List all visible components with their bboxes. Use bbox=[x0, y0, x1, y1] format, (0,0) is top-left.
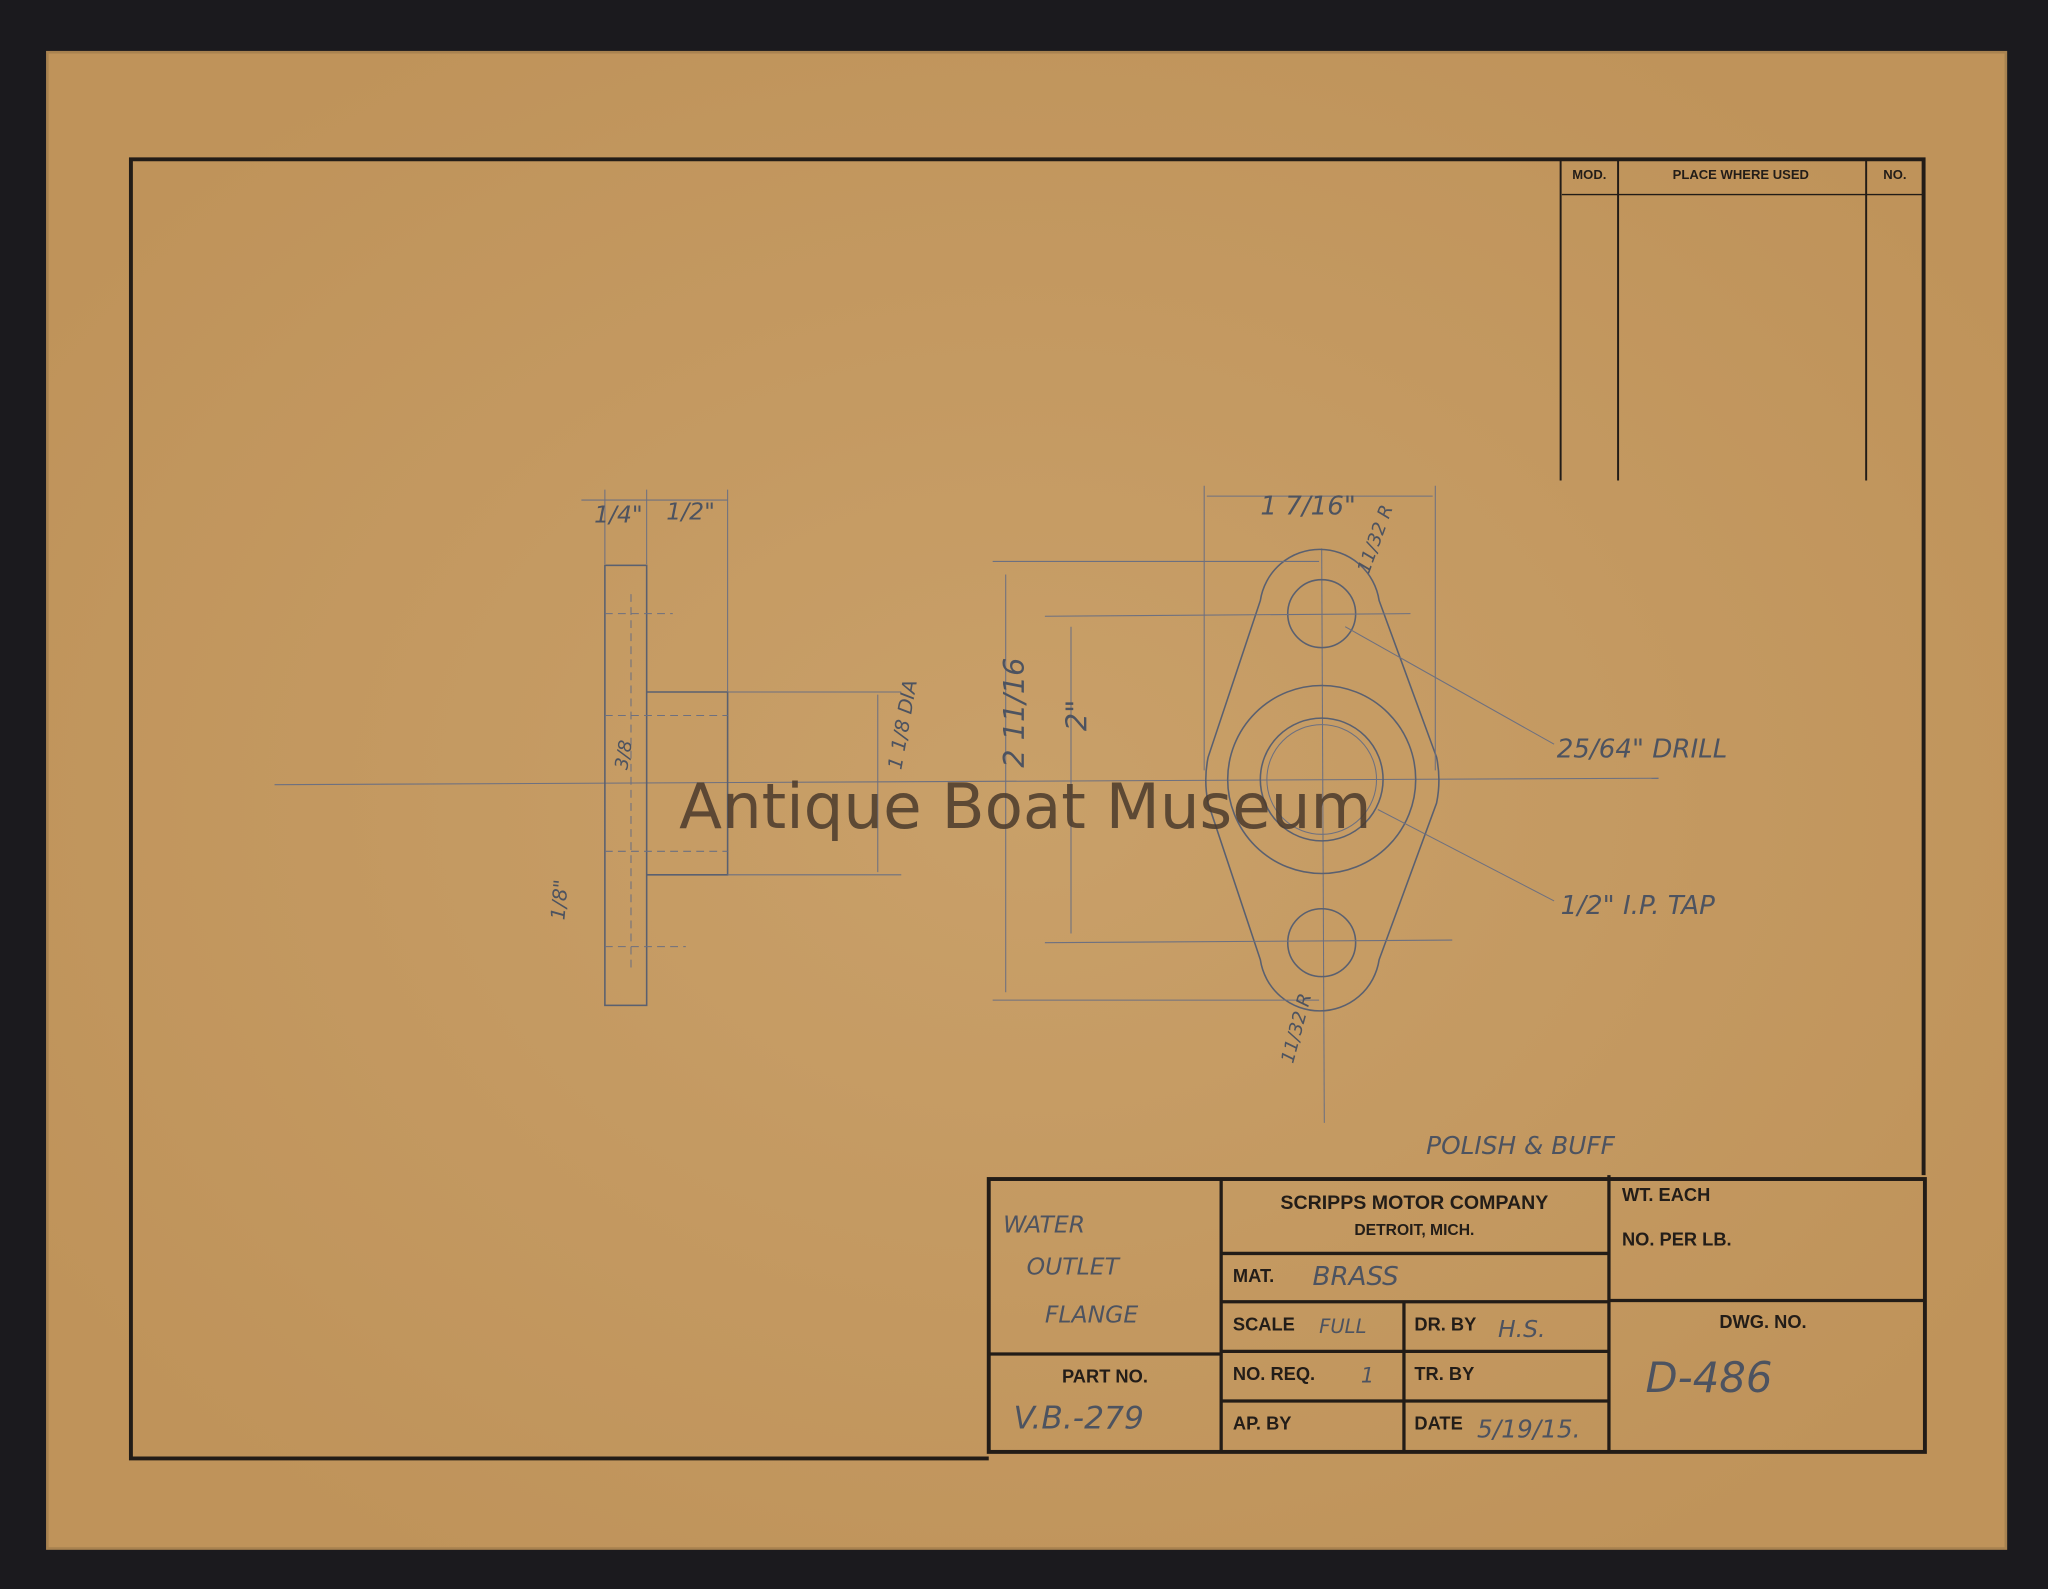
title-block: WATER OUTLET FLANGE SCRIPPS MOTOR COMPAN… bbox=[986, 1175, 1927, 1454]
dr-by-value: H.S. bbox=[1498, 1315, 1546, 1343]
dwg-no-label: DWG. NO. bbox=[1719, 1311, 1806, 1332]
dim-flange-thickness: 1/4" bbox=[594, 500, 643, 528]
part-name-line-2: OUTLET bbox=[1027, 1252, 1121, 1280]
dim-hole-depth: 3/8 bbox=[611, 739, 637, 772]
note-tap: 1/2" I.P. TAP bbox=[1561, 891, 1715, 921]
dim-hub-length: 1/2" bbox=[666, 498, 715, 526]
note-finish: POLISH & BUFF bbox=[1426, 1131, 1616, 1160]
part-name-line-3: FLANGE bbox=[1045, 1301, 1138, 1329]
wt-each-label: WT. EACH bbox=[1622, 1184, 1710, 1205]
scale-label: SCALE bbox=[1233, 1313, 1295, 1334]
part-no-value: V.B.-279 bbox=[1014, 1400, 1144, 1436]
dim-front-width: 1 7/16" bbox=[1260, 491, 1356, 521]
no-req-value: 1 bbox=[1361, 1364, 1374, 1388]
ap-by-label: AP. BY bbox=[1233, 1413, 1292, 1434]
no-req-label: NO. REQ. bbox=[1233, 1363, 1315, 1384]
watermark: Antique Boat Museum bbox=[679, 770, 1371, 843]
dim-overall-length: 2 11/16 bbox=[997, 658, 1031, 768]
date-label: DATE bbox=[1414, 1413, 1462, 1434]
dwg-no-value: D-486 bbox=[1645, 1353, 1772, 1402]
usage-header-no: NO. bbox=[1883, 167, 1906, 182]
drawing-border bbox=[128, 157, 1926, 1461]
note-drill: 25/64" DRILL bbox=[1557, 734, 1728, 764]
usage-header-mod: MOD. bbox=[1572, 167, 1606, 182]
usage-table: MOD. PLACE WHERE USED NO. bbox=[1559, 159, 1923, 481]
dr-by-label: DR. BY bbox=[1414, 1313, 1476, 1334]
part-name-line-1: WATER bbox=[1003, 1211, 1085, 1239]
mat-value: BRASS bbox=[1313, 1262, 1399, 1292]
company-city: DETROIT, MICH. bbox=[1354, 1222, 1474, 1239]
no-per-lb-label: NO. PER LB. bbox=[1622, 1229, 1732, 1250]
company-name: SCRIPPS MOTOR COMPANY bbox=[1280, 1192, 1548, 1214]
side-view: 1/4" 1/2" 1 1/8 DIA 3/8 1/8" bbox=[546, 489, 922, 1007]
tr-by-label: TR. BY bbox=[1414, 1363, 1474, 1384]
usage-header-place: PLACE WHERE USED bbox=[1673, 167, 1809, 182]
scale-value: FULL bbox=[1319, 1315, 1366, 1338]
part-no-label: PART NO. bbox=[1062, 1366, 1148, 1387]
dim-fillet: 1/8" bbox=[546, 879, 572, 921]
mat-label: MAT. bbox=[1233, 1265, 1274, 1286]
dim-hole-spacing: 2" bbox=[1060, 700, 1094, 731]
date-value: 5/19/15. bbox=[1477, 1415, 1580, 1444]
